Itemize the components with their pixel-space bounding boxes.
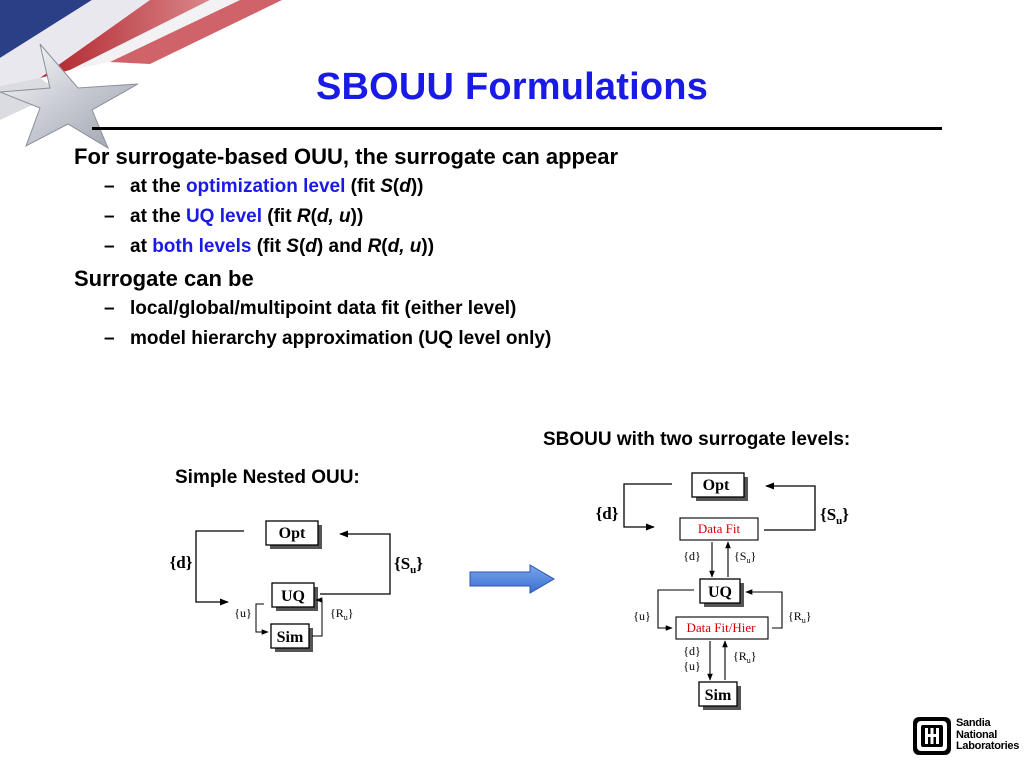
flag-star-decoration [0,0,282,150]
datafit-box [679,517,759,541]
sub-bullet-uq-level: –at the UQ level (fit R(d, u)) [104,206,364,227]
logo-line-2: National [956,728,997,741]
bullet-1: For surrogate-based OUU, the surrogate c… [74,144,619,169]
uq-label: UQ [281,588,305,605]
logo-line-1: Sandia [956,717,991,729]
ru-arrow [312,597,323,637]
u-label: {u} [234,606,252,620]
ru-label: {Ru} [330,606,354,622]
r-sim-box [698,681,738,707]
right-diagram-heading: SBOUU with two surrogate levels: [543,429,851,450]
transition-arrow [469,564,555,594]
opt-box [265,520,319,546]
r-u-arrow [657,589,694,631]
sub-bullet-data-fit: –local/global/multipoint data fit (eithe… [104,298,517,319]
r-su-label: {Su} [820,505,849,527]
sandia-logo-icon [913,717,951,755]
bullet-2: Surrogate can be [74,266,254,291]
su-arrow [320,530,391,595]
sim-box [270,623,310,649]
left-diagram-heading: Simple Nested OUU: [175,467,360,488]
logo-line-3: Laboratories [956,740,1020,752]
right-diagram: Opt Data Fit UQ Data Fit/Hier Sim {d} {S… [596,472,849,710]
datafit-label: Data Fit [698,521,741,536]
r-su-small-label: {Su} [734,549,756,565]
d-arrow [195,530,244,606]
r-opt-label: Opt [703,477,730,494]
slide-title: SBOUU Formulations [315,66,709,108]
bullet-list: For surrogate-based OUU, the surrogate c… [74,142,618,354]
r-opt-box [691,472,745,498]
sub-bullet-hierarchy: –model hierarchy approximation (UQ level… [104,328,552,349]
uq-box [271,582,315,608]
r-su-arrow [764,482,816,531]
datafithier-label: Data Fit/Hier [687,620,757,635]
title-rule [92,127,942,130]
datafithier-box [675,616,769,640]
d-label: {d} [170,553,193,572]
sub-bullet-both-levels: –at both levels (fit S(d) and R(d, u)) [104,236,435,257]
sim-label: Sim [277,629,304,646]
r-d-label: {d} [596,504,619,523]
opt-label: Opt [279,525,306,542]
r-ru-arrow [745,589,783,629]
r-d-low-label: {d} [683,644,701,658]
r-ru-label: {Ru} [788,609,812,625]
r-d-small-label: {d} [683,549,701,563]
r-uq-box [699,578,741,604]
r-u-label: {u} [633,609,651,623]
r-sim-label: Sim [705,687,732,704]
r-ru-low-label: {Ru} [733,649,757,665]
r-u-low-label: {u} [683,659,701,673]
u-arrow [255,603,269,635]
r-d-arrow [623,483,672,531]
su-label: {Su} [394,554,423,576]
sandia-logo-text: Sandia National Laboratories [956,717,1020,753]
r-uq-label: UQ [708,584,732,601]
left-diagram: Opt UQ Sim {d} {Su} {u} {Ru} [170,520,423,652]
sub-bullet-opt-level: –at the optimization level (fit S(d)) [104,176,424,197]
